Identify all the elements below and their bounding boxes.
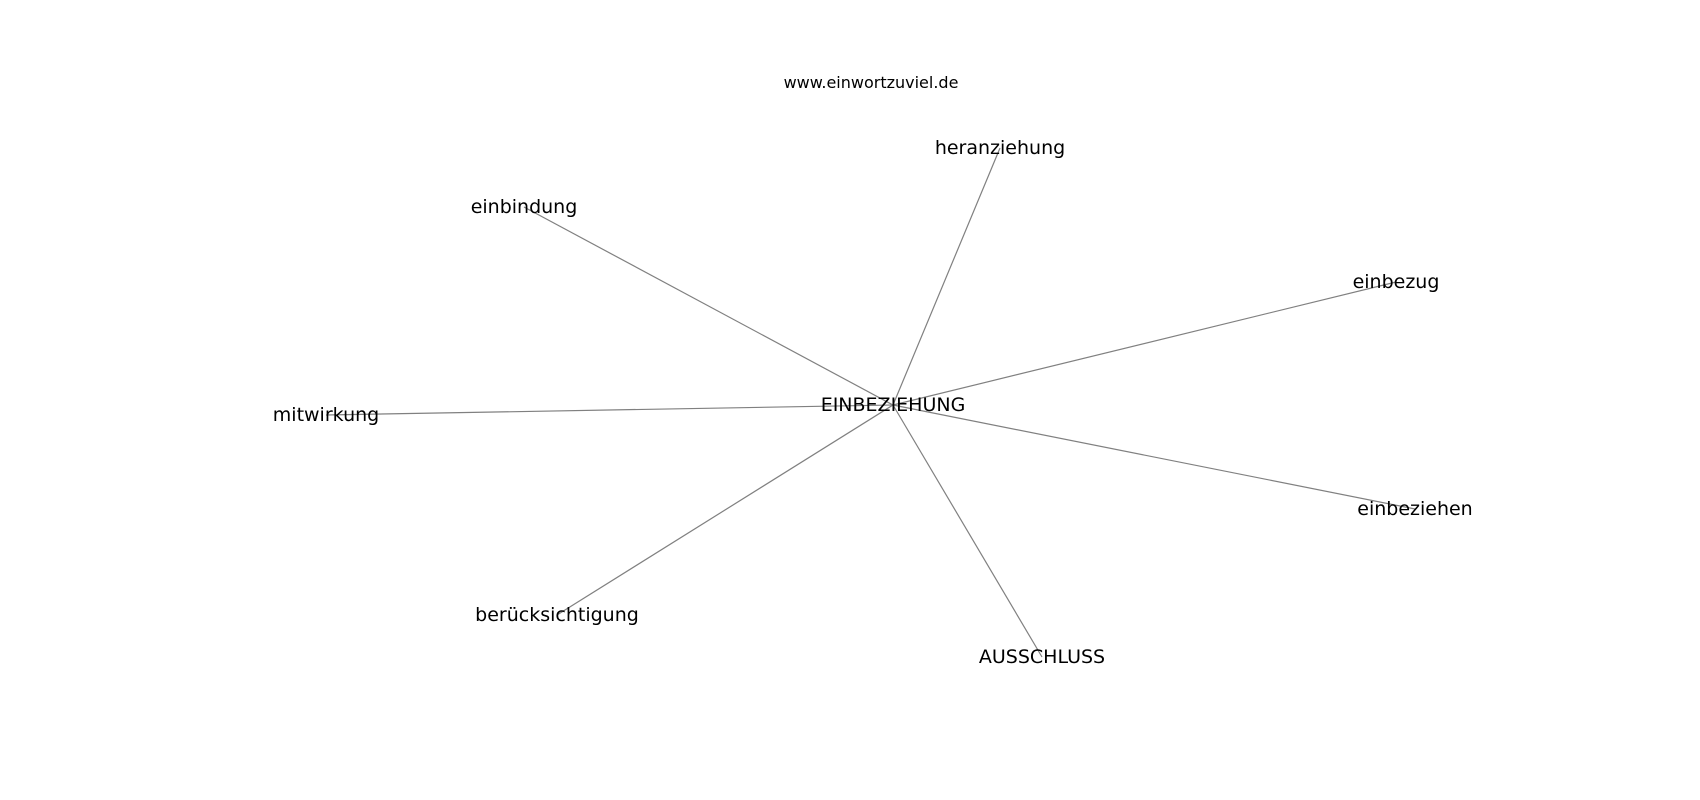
edge-einbindung [523,206,894,406]
node-label-beruecksichtigung: berücksichtigung [475,604,639,626]
edge-mitwirkung [325,404,894,416]
labels-group: heranziehung einbindung einbezug mitwirkung… [273,137,1473,668]
site-url-label: www.einwortzuviel.de [784,73,959,92]
node-label-mitwirkung: mitwirkung [273,404,379,426]
edge-einbeziehen [892,404,1416,510]
node-label-heranziehung: heranziehung [935,137,1065,159]
edge-beruecksichtigung [556,404,894,616]
node-label-ausschluss: AUSSCHLUSS [979,646,1105,668]
node-label-einbeziehen: einbeziehen [1357,498,1472,520]
node-label-einbindung: einbindung [471,196,578,218]
node-label-einbezug: einbezug [1353,271,1440,293]
edge-ausschluss [892,404,1043,658]
edges-group [325,147,1416,658]
edge-heranziehung [892,147,1001,406]
center-node-label: EINBEZIEHUNG [821,394,966,416]
edge-einbezug [892,281,1397,406]
